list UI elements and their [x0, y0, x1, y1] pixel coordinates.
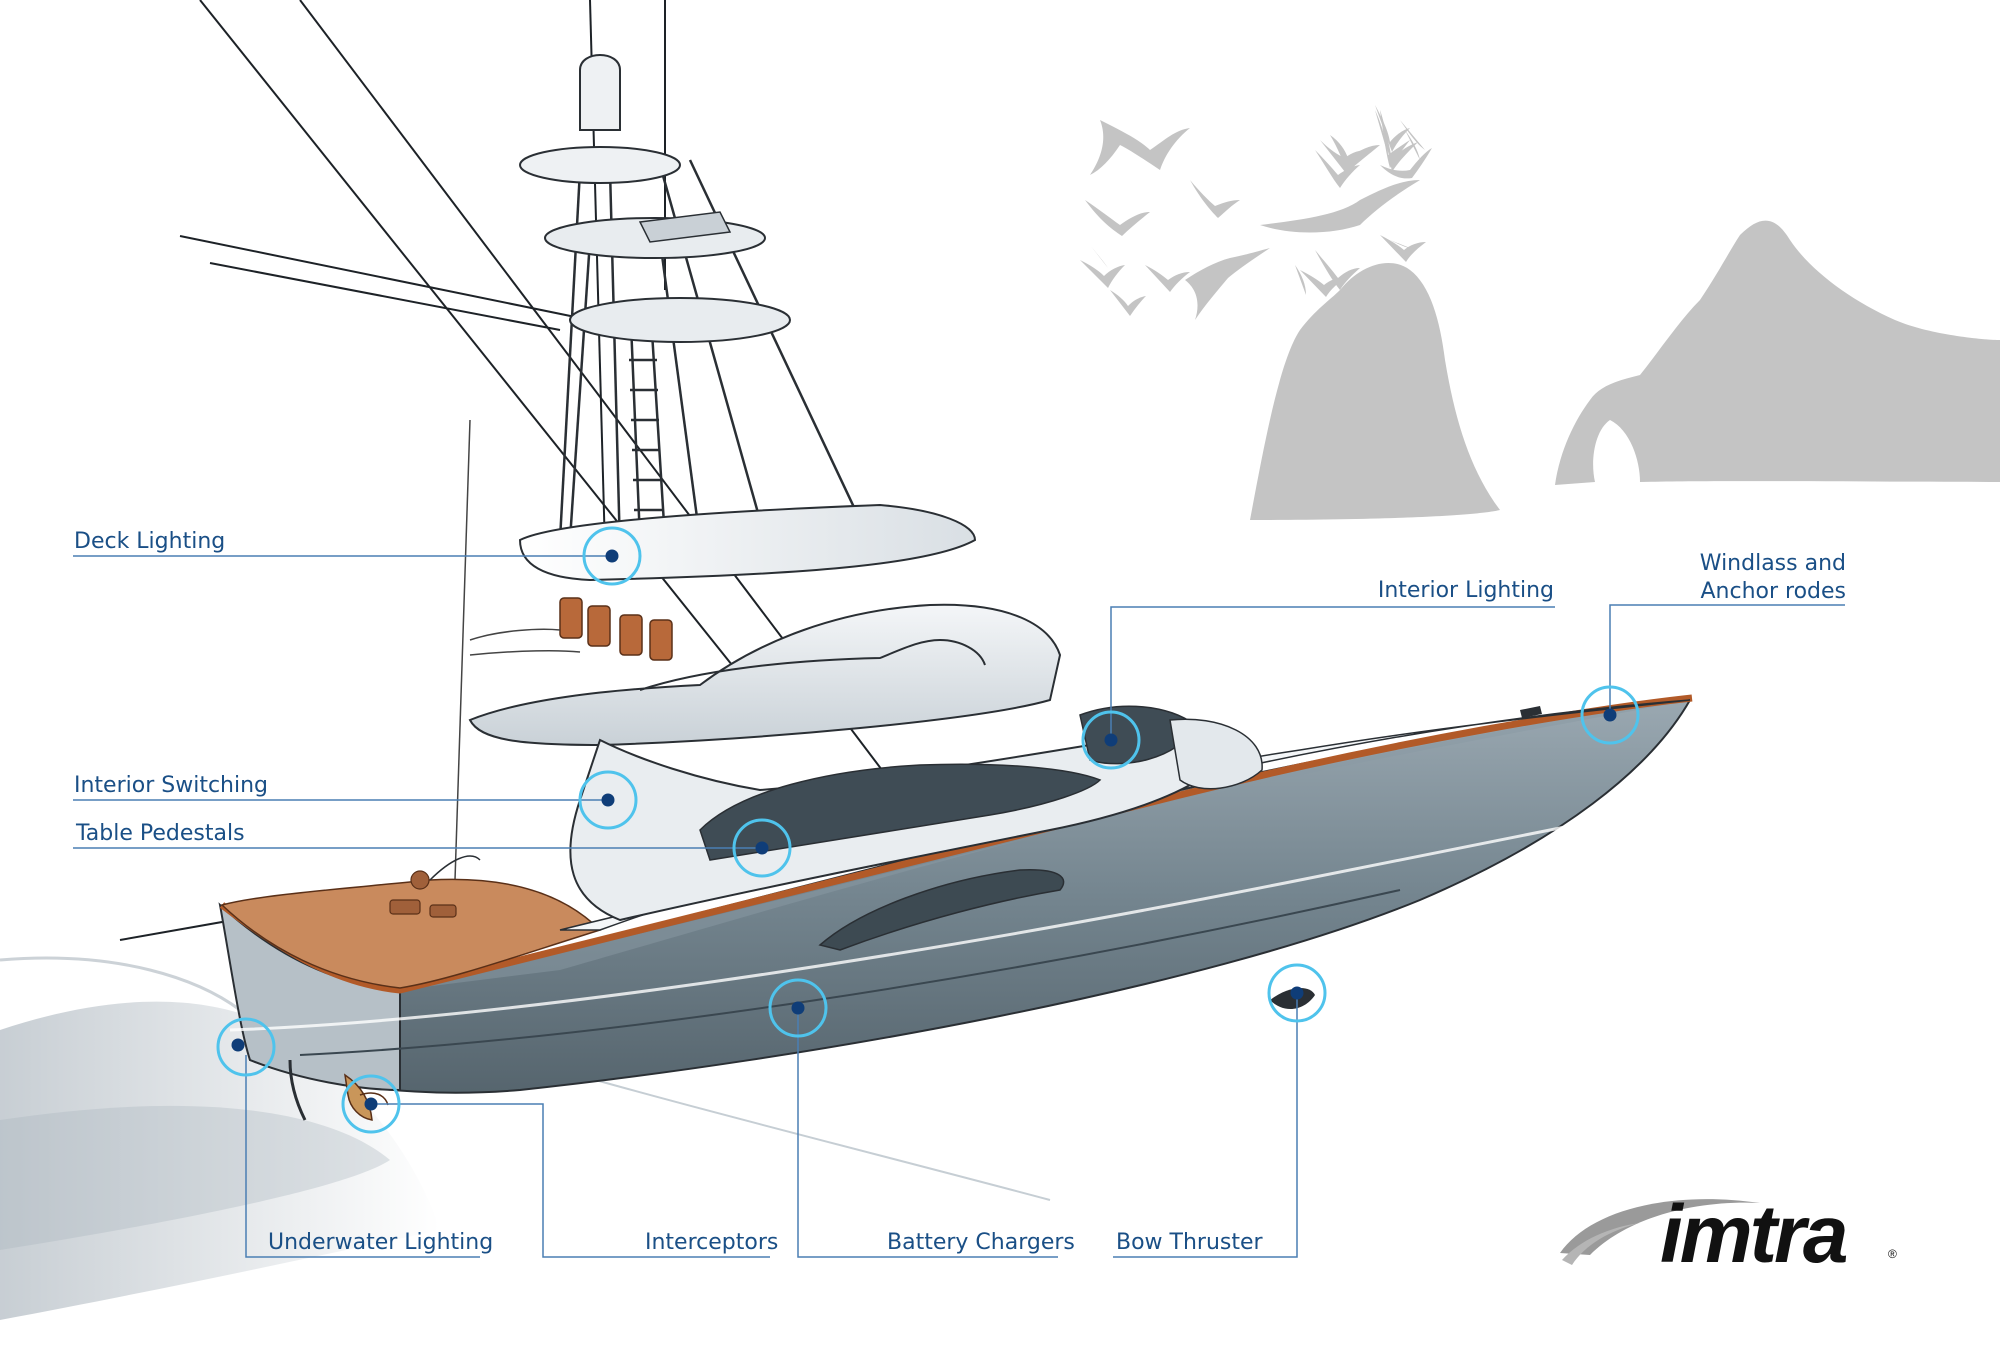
- bird-silhouettes: [1080, 105, 1432, 320]
- bird-silhouette-icon: [1190, 180, 1240, 218]
- callout-bow-thruster[interactable]: Bow Thruster: [1116, 1230, 1263, 1255]
- bird-silhouette-icon: [1145, 265, 1190, 292]
- target-circle-icon[interactable]: [1081, 710, 1141, 770]
- bird-silhouette-icon: [1380, 148, 1432, 179]
- imtra-logo: imtra ®: [1550, 1185, 1900, 1285]
- bird-silhouette-icon: [1380, 110, 1418, 172]
- rock-silhouettes: [1250, 220, 2000, 520]
- hull-topside: [400, 700, 1690, 990]
- bird-silhouette-icon: [1400, 120, 1425, 150]
- tower-top: [519, 54, 791, 343]
- leader-interceptors: [371, 1103, 770, 1258]
- callout-windlass-line2: Anchor rodes: [1700, 579, 1846, 604]
- bird-silhouette-icon: [1380, 110, 1410, 168]
- hull: [218, 694, 1693, 1094]
- leader-bow-thruster: [1113, 993, 1298, 1258]
- target-circle-icon[interactable]: [578, 770, 638, 830]
- callout-battery-chargers[interactable]: Battery Chargers: [887, 1230, 1075, 1255]
- bird-silhouette-icon: [1300, 270, 1346, 297]
- leader-battery-chargers: [797, 1010, 1058, 1258]
- callout-markers: [216, 526, 1640, 1134]
- target-circle-icon[interactable]: [732, 818, 792, 878]
- bird-silhouette-icon: [1380, 235, 1426, 262]
- callout-lines: [73, 555, 1845, 1258]
- callout-interceptors[interactable]: Interceptors: [645, 1230, 779, 1255]
- callout-underwater-lighting[interactable]: Underwater Lighting: [268, 1230, 494, 1255]
- bird-silhouette-icon: [1110, 290, 1146, 316]
- bird-silhouette-icon: [1090, 245, 1108, 268]
- target-circle-icon[interactable]: [582, 526, 642, 586]
- bird-silhouette-icon: [1185, 248, 1270, 320]
- target-circle-icon[interactable]: [216, 1017, 276, 1077]
- logo-wordmark: imtra: [1660, 1189, 1849, 1280]
- bird-silhouette-icon: [1085, 200, 1150, 236]
- callout-interior-lighting[interactable]: Interior Lighting: [1377, 578, 1554, 603]
- target-circle-icon[interactable]: [768, 978, 828, 1038]
- leader-underwater-lighting: [245, 1055, 480, 1258]
- rock-left: [1250, 262, 1500, 520]
- callout-deck-lighting[interactable]: Deck Lighting: [74, 529, 226, 554]
- bird-silhouette-icon: [1375, 110, 1388, 155]
- salon-windows: [699, 763, 1102, 861]
- bird-silhouette-icon: [1375, 105, 1410, 152]
- logo-registered-mark: ®: [1888, 1247, 1897, 1261]
- callout-windlass-anchor-rodes[interactable]: Windlass and Anchor rodes: [1620, 550, 1846, 606]
- callout-table-pedestals[interactable]: Table Pedestals: [76, 821, 245, 846]
- leader-interior-lighting: [1110, 606, 1555, 740]
- gunwale-rail: [219, 694, 1693, 994]
- logo-swoosh-icon: [1560, 1199, 1760, 1265]
- hull-window: [818, 869, 1065, 951]
- main-deck: [220, 699, 1691, 989]
- flybridge: [468, 503, 1062, 747]
- bird-silhouette-icon: [1330, 135, 1380, 172]
- cockpit-fittings: [389, 870, 457, 918]
- callout-windlass-line1: Windlass and: [1699, 551, 1846, 576]
- helm-chairs: [559, 597, 673, 661]
- bird-silhouette-icon: [1080, 260, 1125, 288]
- bird-silhouette-icon: [1090, 120, 1190, 175]
- running-gear: [288, 988, 1315, 1121]
- bird-silhouette-icon: [1405, 130, 1420, 160]
- bird-silhouette-icon: [1390, 240, 1415, 250]
- callout-interior-switching[interactable]: Interior Switching: [74, 773, 269, 798]
- bird-silhouette-icon: [1260, 180, 1420, 233]
- leader-windlass: [1609, 604, 1845, 712]
- target-circle-icon[interactable]: [1267, 963, 1327, 1023]
- bird-silhouette-icon: [1295, 265, 1306, 295]
- target-circle-icon[interactable]: [1580, 685, 1640, 745]
- target-circle-icon[interactable]: [341, 1074, 401, 1134]
- rock-right: [1555, 220, 2000, 485]
